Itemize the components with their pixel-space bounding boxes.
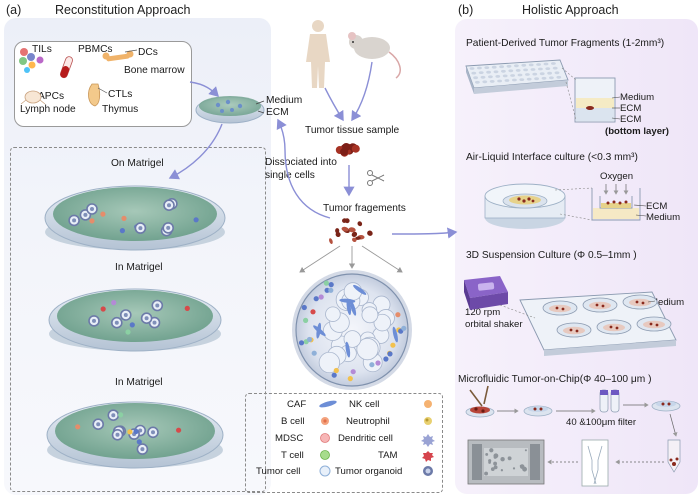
- ctls-label: CTLs: [108, 89, 133, 100]
- ali-ecm-label: ECM: [646, 201, 668, 212]
- bone-marrow-label: Bone marrow: [124, 65, 185, 76]
- pdtf-ecm1-label: ECM: [620, 103, 642, 114]
- small-dish-medium-label: Medium: [266, 95, 303, 106]
- small-dish-ecm-label: ECM: [266, 107, 289, 118]
- filter-label: 40 &100μm filter: [566, 417, 637, 428]
- ali-title: Air-Liquid Interface culture (<0.3 mm³): [466, 152, 638, 163]
- ali-dish-icon: [484, 183, 566, 229]
- dissociated-label: Dissociated into: [265, 157, 337, 168]
- ecm-small-dish: [195, 96, 265, 124]
- lymph-node-icon: [20, 90, 46, 105]
- suspension-title: 3D Suspension Culture (Φ 0.5–1mm ): [466, 250, 637, 261]
- chip-micrograph: [467, 439, 545, 485]
- panel-a-title: Reconstitution Approach: [55, 3, 191, 17]
- rpm-label: 120 rpm: [465, 307, 501, 318]
- fragments-label: Tumor fragements: [323, 203, 406, 214]
- panel-b-tag: (b): [458, 3, 474, 17]
- legend-nk-cell: NK cell: [349, 399, 380, 410]
- panel-b-title: Holistic Approach: [522, 3, 619, 17]
- ali-section-icon: [591, 184, 647, 221]
- dcs-label: DCs: [138, 47, 158, 58]
- tissue-dish-1: [465, 406, 495, 418]
- blood-tube-icon: [60, 56, 73, 79]
- ali-oxygen-label: Oxygen: [600, 171, 634, 182]
- pdtf-well-section: [574, 77, 621, 123]
- mouse-icon: [348, 32, 401, 79]
- culture-label-1: On Matrigel: [111, 158, 164, 169]
- legend-t-cell: T cell: [281, 450, 304, 461]
- lymph-node-label: Lymph node: [20, 104, 76, 115]
- legend-tumor-cell: Tumor cell: [256, 466, 301, 477]
- tils-label: TILs: [32, 44, 52, 55]
- well-plate-icon: [465, 59, 569, 94]
- dissociation-arrow: [276, 118, 331, 219]
- culture-dish-1: [44, 185, 226, 251]
- dish-to-culture-arrow: [168, 123, 223, 180]
- culture-label-2: In Matrigel: [115, 262, 163, 273]
- suspension-medium-label: Medium: [650, 297, 685, 308]
- tumor-organoid-illustration: [292, 270, 412, 390]
- legend-dendritic-cell: Dendritic cell: [338, 433, 393, 444]
- fragment-to-holistic-arrow: [391, 227, 458, 239]
- centrifuge-tube-icon: [667, 439, 681, 473]
- legend-mdsc: MDSC: [275, 433, 304, 444]
- thymus-icon: [88, 83, 108, 107]
- pdtf-medium-label: Medium: [620, 92, 655, 103]
- tumor-tissue-icon: [335, 143, 360, 157]
- human-to-sample-arrow: [324, 87, 344, 122]
- chip-device-icon: [581, 439, 609, 487]
- source-to-dish-arrow: [189, 81, 219, 97]
- legend-symbols: [319, 400, 435, 477]
- tils-icon: [19, 48, 44, 73]
- culture-label-3: In Matrigel: [115, 377, 163, 388]
- pdtf-bottom-label: (bottom layer): [605, 126, 669, 137]
- chip-title: Microfluidic Tumor-on-Chip(Φ 40–100 μm ): [458, 374, 652, 385]
- ali-medium-label: Medium: [646, 212, 681, 223]
- tissue-dish-2: [523, 405, 553, 417]
- bone-icon: [102, 49, 138, 62]
- filter-tubes-icon: [599, 389, 620, 413]
- pdtf-ecm2-label: ECM: [620, 114, 642, 125]
- pipette-icon: [469, 385, 489, 407]
- apcs-label: APCs: [38, 91, 65, 102]
- human-silhouette-icon: [306, 20, 330, 88]
- legend-neutrophil: Neutrophil: [346, 416, 390, 427]
- legend-tam: TAM: [378, 450, 398, 461]
- legend-b-cell: B cell: [281, 416, 305, 427]
- panel-a-tag: (a): [6, 3, 22, 17]
- legend-caf: CAF: [287, 399, 307, 410]
- shaker-label: orbital shaker: [465, 319, 523, 330]
- legend-box: [245, 393, 443, 493]
- tissue-dish-3: [651, 400, 681, 412]
- single-cells-label: single cells: [265, 170, 315, 181]
- culture-box: [10, 147, 266, 492]
- six-well-plate-icon: [519, 291, 677, 356]
- tumor-sample-label: Tumor tissue sample: [305, 125, 400, 136]
- culture-dish-2: [48, 288, 222, 352]
- thymus-label: Thymus: [102, 104, 139, 115]
- legend-tumor-organoid: Tumor organoid: [335, 466, 403, 477]
- pbmcs-label: PBMCs: [78, 44, 113, 55]
- orbital-shaker-icon: [464, 276, 508, 310]
- pdtf-title: Patient-Derived Tumor Fragments (1-2mm³): [466, 38, 665, 49]
- scissors-icon: [367, 170, 385, 186]
- mouse-to-sample-arrow: [351, 61, 373, 122]
- tumor-fragments-icon: [329, 218, 373, 244]
